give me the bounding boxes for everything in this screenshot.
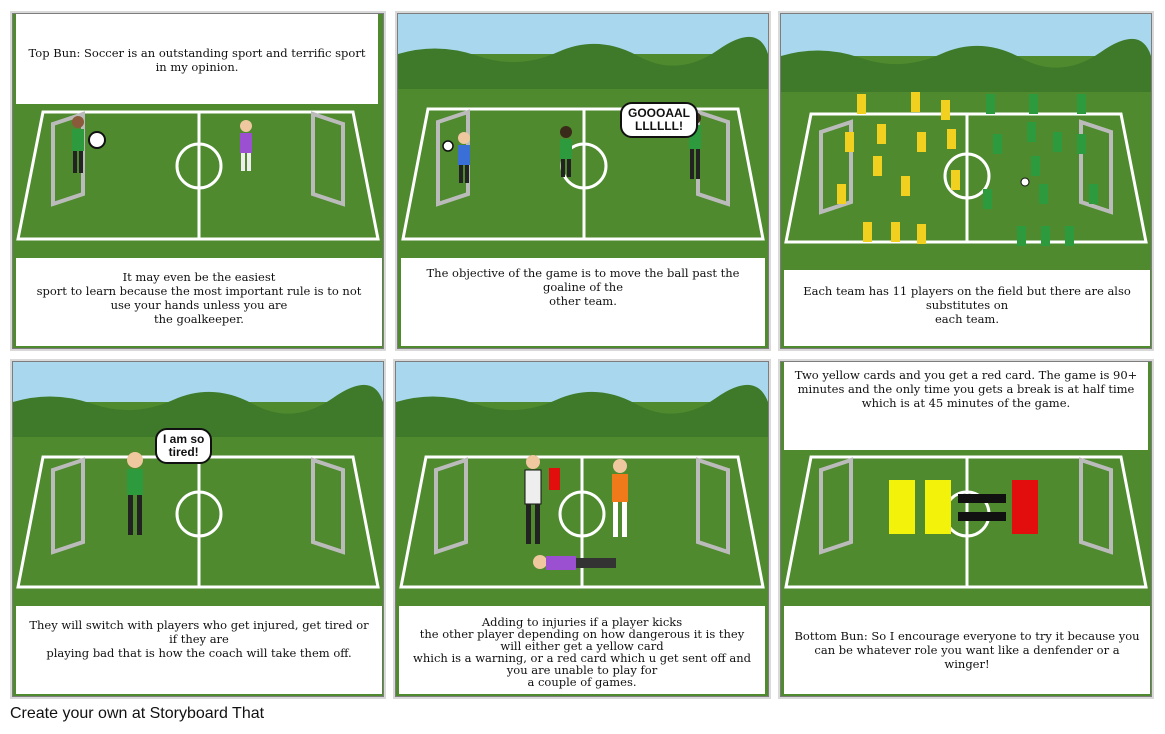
player-figure — [560, 126, 572, 177]
caption-bottom: Each team has 11 players on the field bu… — [784, 270, 1150, 346]
player-figure — [240, 120, 252, 171]
panel-6: Two yellow cards and you get a red card.… — [780, 361, 1152, 697]
green-team — [983, 94, 1098, 246]
speech-bubble: I am so tired! — [155, 428, 213, 464]
goalkeeper-figure — [72, 116, 84, 173]
panel-1: Top Bun: Soccer is an outstanding sport … — [12, 13, 384, 349]
caption-bottom: It may even be the easiest sport to lear… — [16, 258, 382, 346]
speech-bubble: GOOOAAL LLLLLL! — [620, 102, 698, 138]
panel-4: I am so tired! They will switch with pla… — [12, 361, 384, 697]
caption-top: Top Bun: Soccer is an outstanding sport … — [16, 14, 378, 104]
equals-icon — [958, 494, 1006, 503]
caption-bottom: The objective of the game is to move the… — [401, 258, 765, 346]
player-figure — [127, 452, 143, 535]
caption-bottom: Bottom Bun: So I encourage everyone to t… — [784, 606, 1150, 694]
player-figure — [612, 459, 628, 537]
ball-icon — [1020, 177, 1030, 187]
panel-3: Each team has 11 players on the field bu… — [780, 13, 1152, 349]
caption-bottom: They will switch with players who get in… — [16, 606, 382, 694]
caption-bottom: Adding to injuries if a player kicks the… — [399, 606, 765, 694]
injured-player-figure — [533, 555, 616, 570]
ball-icon — [442, 140, 454, 152]
caption-top: Two yellow cards and you get a red card.… — [784, 362, 1148, 450]
yellow-card-icon — [889, 480, 915, 534]
red-card-icon — [1012, 480, 1038, 534]
storyboard-that-link[interactable]: Create your own at Storyboard That — [10, 705, 265, 722]
panel-5: Adding to injuries if a player kicks the… — [395, 361, 769, 697]
referee-figure — [524, 455, 542, 544]
yellow-team — [837, 92, 960, 244]
panel-2: GOOOAAL LLLLLL! The objective of the gam… — [397, 13, 769, 349]
goalkeeper-figure — [458, 132, 470, 183]
red-card-icon — [549, 468, 560, 490]
yellow-card-icon — [925, 480, 951, 534]
ball-icon — [88, 131, 106, 149]
